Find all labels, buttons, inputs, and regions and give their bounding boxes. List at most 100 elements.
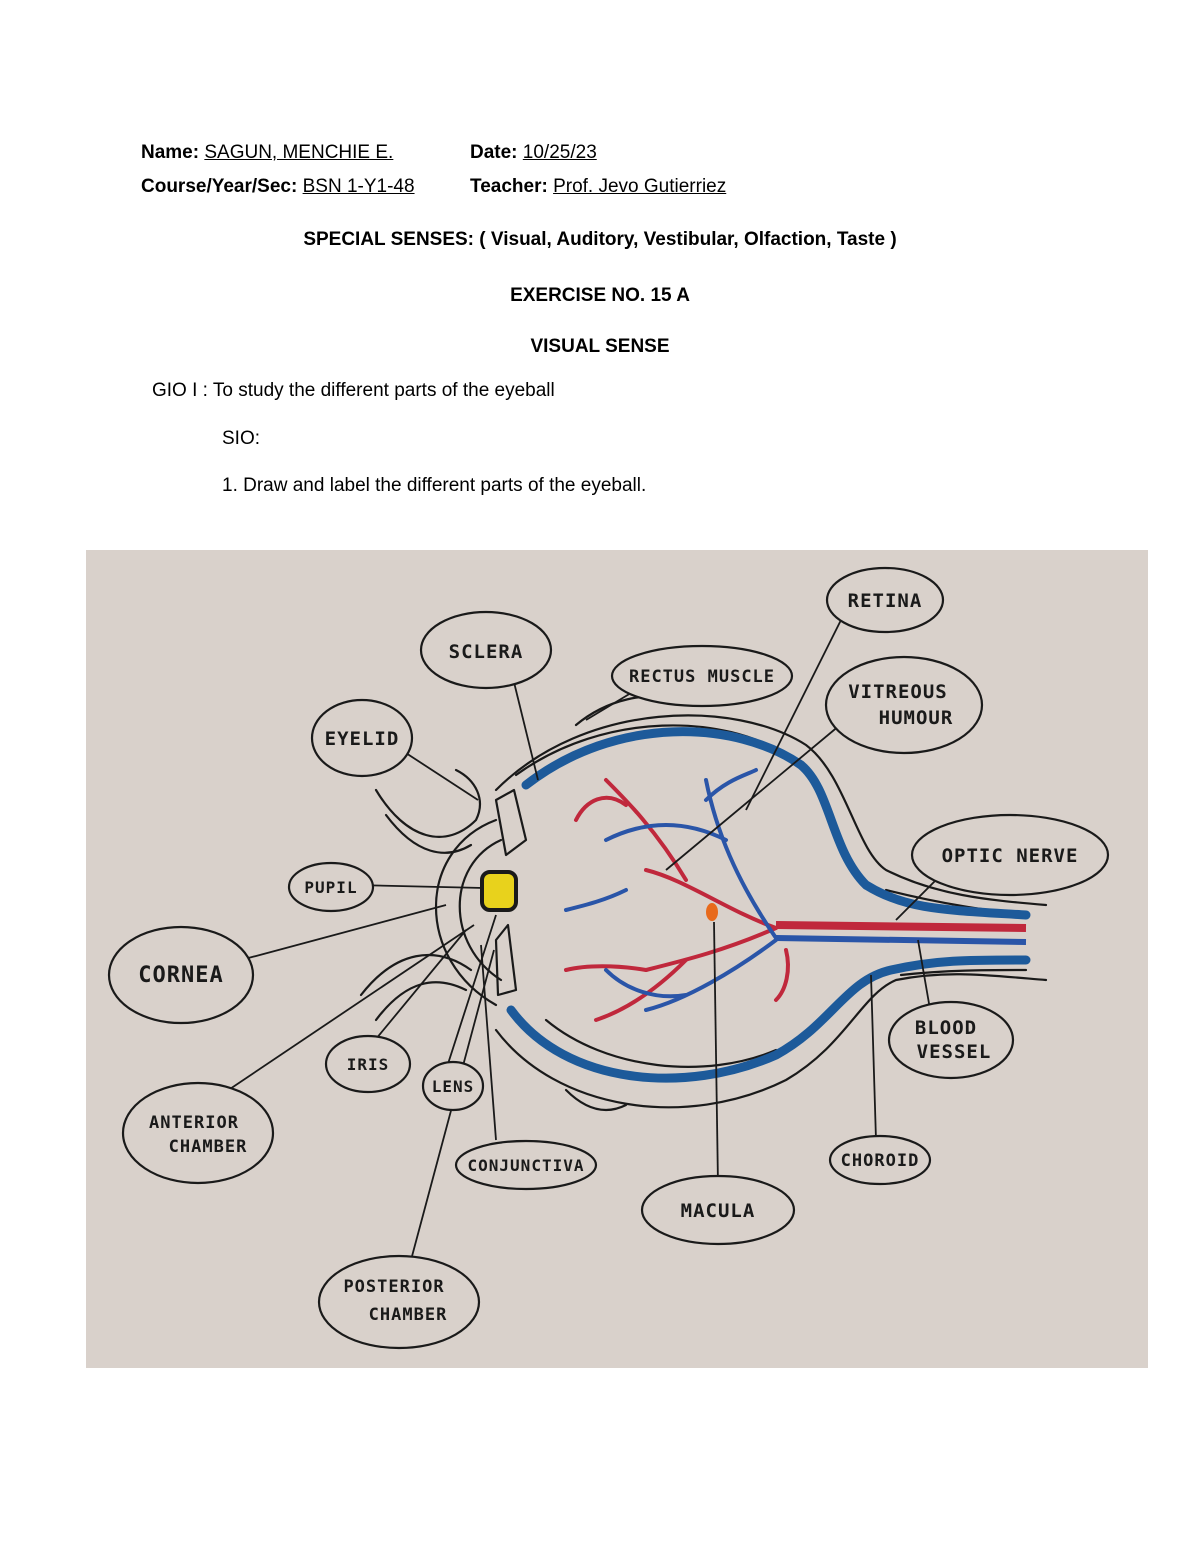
label-cornea: CORNEA [138, 963, 223, 988]
name-field: Name: SAGUN, MENCHIE E. [141, 142, 393, 164]
leader-retina [745, 609, 847, 811]
date-field: Date: 10/25/23 [470, 142, 597, 164]
leader-choroid [870, 974, 877, 1141]
sclera-outline-bottom [494, 973, 1048, 1109]
vein-branch [644, 938, 778, 1012]
bubble-anterior [121, 1081, 275, 1185]
bubble-eyelid [310, 698, 414, 778]
label-choroid: CHOROID [841, 1151, 920, 1171]
label-posterior: POSTERIOR [343, 1277, 444, 1297]
leader-sclera [510, 669, 539, 781]
leader-anterior [220, 924, 475, 1096]
instruction-line: 1. Draw and label the different parts of… [222, 475, 647, 496]
bubble-sclera [419, 610, 553, 690]
course-label: Course/Year/Sec: [141, 176, 298, 197]
page-title: SPECIAL SENSES: ( Visual, Auditory, Vest… [303, 229, 897, 250]
vein-branch [604, 823, 728, 842]
label-eyelid: EYELID [325, 728, 400, 750]
label-vitreous: VITREOUS [848, 681, 948, 703]
teacher-value: Prof. Jevo Gutierriez [553, 176, 727, 197]
gio-line: GIO I : To study the different parts of … [152, 380, 555, 401]
bubble-posterior [317, 1254, 481, 1350]
artery-branch [564, 964, 648, 972]
course-field: Course/Year/Sec: BSN 1-Y1-48 [141, 176, 415, 198]
ciliary-bottom [494, 923, 518, 997]
leader-rectus [585, 689, 637, 721]
lower-eyelid [359, 953, 473, 997]
label-rectus-muscle: RECTUS MUSCLE [629, 667, 775, 687]
bubble-blood [887, 1000, 1015, 1080]
leader-blood [917, 939, 932, 1016]
nerve-line-2 [899, 968, 1028, 977]
label-iris: IRIS [347, 1055, 390, 1074]
eyeball-diagram: RETINA SCLERA RECTUS MUSCLE VITREOUS HUM… [86, 550, 1148, 1368]
label-sclera: SCLERA [449, 641, 524, 663]
artery-branch [644, 926, 778, 972]
bubble-lens [421, 1060, 485, 1112]
leader-vitreous [665, 719, 847, 871]
exercise-heading: EXERCISE NO. 15 A [510, 285, 690, 306]
bubble-retina [825, 566, 945, 634]
choroid-band-bottom [506, 955, 1031, 1083]
artery-branch [604, 778, 688, 882]
bubble-macula [640, 1174, 796, 1246]
label-anterior-chamber: CHAMBER [169, 1137, 248, 1157]
macula-spot [706, 903, 718, 921]
leader-conjunctiva [480, 944, 497, 1141]
leader-iris [370, 929, 467, 1046]
artery-network [564, 778, 790, 1022]
vein-network [564, 768, 778, 1012]
vein-branch [564, 888, 628, 912]
artery-branch [574, 795, 628, 822]
bubble-rectus [610, 644, 794, 708]
lens-shape [480, 870, 518, 912]
leader-lens [445, 914, 497, 1071]
course-value: BSN 1-Y1-48 [302, 176, 415, 197]
lower-muscle-line [564, 1088, 628, 1112]
ciliary-top [494, 788, 528, 857]
artery-branch [774, 948, 790, 1002]
label-anterior: ANTERIOR [149, 1113, 239, 1133]
bubble-vitreous [824, 655, 984, 755]
label-pupil: PUPIL [304, 878, 357, 897]
diagram-labels: RETINA SCLERA RECTUS MUSCLE VITREOUS HUM… [138, 590, 1079, 1325]
upper-eyelid-inner [384, 813, 473, 854]
label-vessel: VESSEL [917, 1041, 992, 1063]
name-value: SAGUN, MENCHIE E. [204, 142, 394, 163]
label-optic-nerve: OPTIC NERVE [942, 845, 1079, 867]
optic-artery [775, 921, 1027, 932]
teacher-label: Teacher: [470, 176, 548, 197]
teacher-field: Teacher: Prof. Jevo Gutierriez [470, 176, 726, 198]
label-bubbles [107, 566, 1110, 1350]
artery-branch [594, 958, 688, 1022]
choroid-band-top [521, 727, 1031, 920]
bubble-conjunctiva [454, 1139, 598, 1191]
leader-lines [220, 609, 947, 1261]
upper-eyelid [374, 768, 481, 838]
bubble-cornea [107, 925, 255, 1025]
name-label: Name: [141, 142, 200, 163]
label-retina: RETINA [848, 590, 923, 612]
leader-macula [713, 921, 719, 1186]
label-macula: MACULA [681, 1200, 756, 1222]
label-humour: HUMOUR [879, 707, 954, 729]
vein-branch [604, 968, 688, 999]
artery-branch [644, 868, 778, 930]
label-blood: BLOOD [915, 1017, 977, 1039]
bubble-pupil [287, 861, 375, 913]
section-heading: VISUAL SENSE [530, 336, 670, 357]
sio-line: SIO: [222, 428, 261, 449]
label-conjunctiva: CONJUNCTIVA [468, 1156, 585, 1175]
bubble-iris [324, 1034, 412, 1094]
inner-line-bottom [544, 1018, 778, 1068]
date-value: 10/25/23 [522, 142, 597, 163]
vein-branch [704, 768, 758, 802]
label-lens: LENS [432, 1077, 475, 1096]
bubble-optic [910, 813, 1110, 897]
date-label: Date: [470, 142, 518, 163]
outline-drawing [359, 695, 1048, 1112]
leader-pupil [353, 884, 485, 889]
label-posterior-chamber: CHAMBER [369, 1305, 448, 1325]
bubble-choroid [828, 1134, 932, 1186]
optic-vein [775, 935, 1027, 945]
